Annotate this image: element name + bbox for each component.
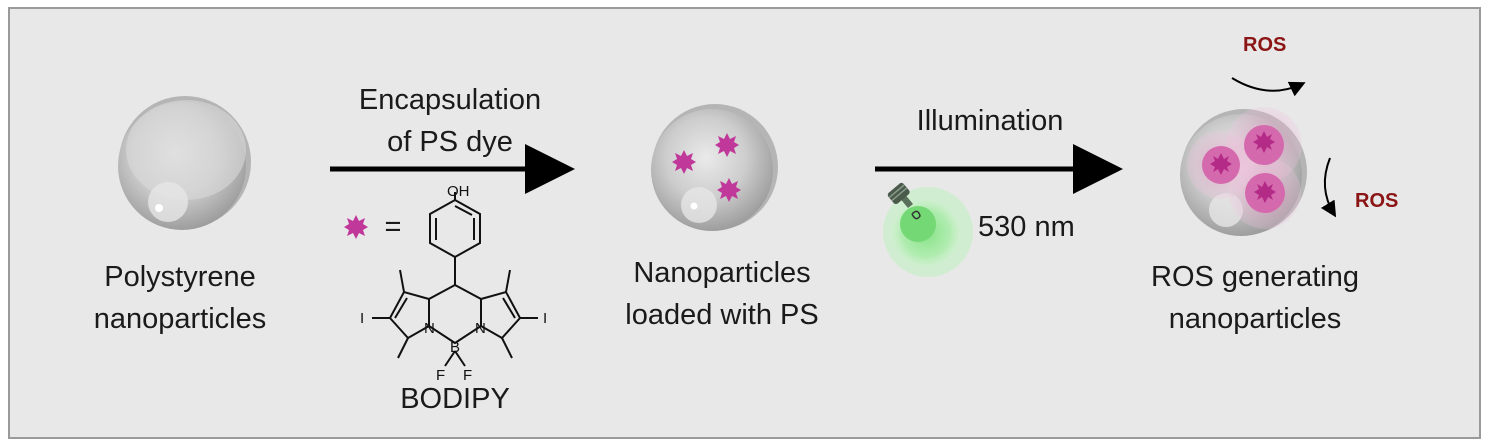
label-polystyrene-line1: Polystyrene — [104, 261, 256, 293]
label-loaded-line1: Nanoparticles — [633, 257, 811, 289]
dye-star-icon — [715, 133, 739, 157]
label-ros-generating-line1: ROS generating — [1151, 261, 1359, 293]
dye-star-icon — [717, 178, 741, 202]
label-ros-top: ROS — [1243, 34, 1287, 56]
label-loaded-line2: loaded with PS — [625, 299, 819, 331]
curved-arrow-icon — [1231, 77, 1306, 97]
label-encapsulation-line1: Encapsulation — [358, 84, 542, 116]
label-ros-right: ROS — [1355, 190, 1399, 212]
nanoparticle-ros-icon — [1180, 107, 1307, 236]
dye-star-icon — [344, 215, 368, 239]
atom-b: B — [450, 339, 460, 356]
label-bodipy: BODIPY — [400, 383, 510, 415]
label-wavelength: 530 nm — [978, 211, 1075, 243]
label-equals: = — [384, 211, 402, 243]
dye-star-icon — [1210, 153, 1232, 175]
atom-i-left: I — [360, 310, 364, 327]
atom-n-left: N — [424, 320, 435, 337]
atom-f-right: F — [463, 367, 472, 384]
dye-star-icon — [1254, 181, 1276, 203]
atom-oh: OH — [447, 183, 470, 200]
label-polystyrene-line2: nanoparticles — [93, 303, 267, 335]
label-encapsulation-line2: of PS dye — [387, 126, 513, 158]
nanoparticle-loaded-icon — [651, 104, 778, 231]
atom-i-right: I — [543, 310, 547, 327]
label-encapsulation: Encapsulation of PS dye — [340, 79, 560, 163]
bodipy-structure — [372, 192, 538, 367]
label-polystyrene: Polystyrene nanoparticles — [90, 256, 270, 340]
curved-arrow-icon — [1320, 157, 1337, 218]
dye-star-icon — [1253, 131, 1275, 153]
dye-star-icon — [672, 150, 696, 174]
label-loaded: Nanoparticles loaded with PS — [612, 252, 832, 336]
label-ros-generating-line2: nanoparticles — [1168, 303, 1342, 335]
nanoparticle-icon — [118, 96, 251, 230]
light-bulb-icon — [883, 182, 973, 277]
atom-n-right: N — [475, 320, 486, 337]
label-ros-generating: ROS generating nanoparticles — [1135, 256, 1375, 340]
atom-f-left: F — [436, 367, 445, 384]
label-illumination: Illumination — [916, 105, 1064, 137]
